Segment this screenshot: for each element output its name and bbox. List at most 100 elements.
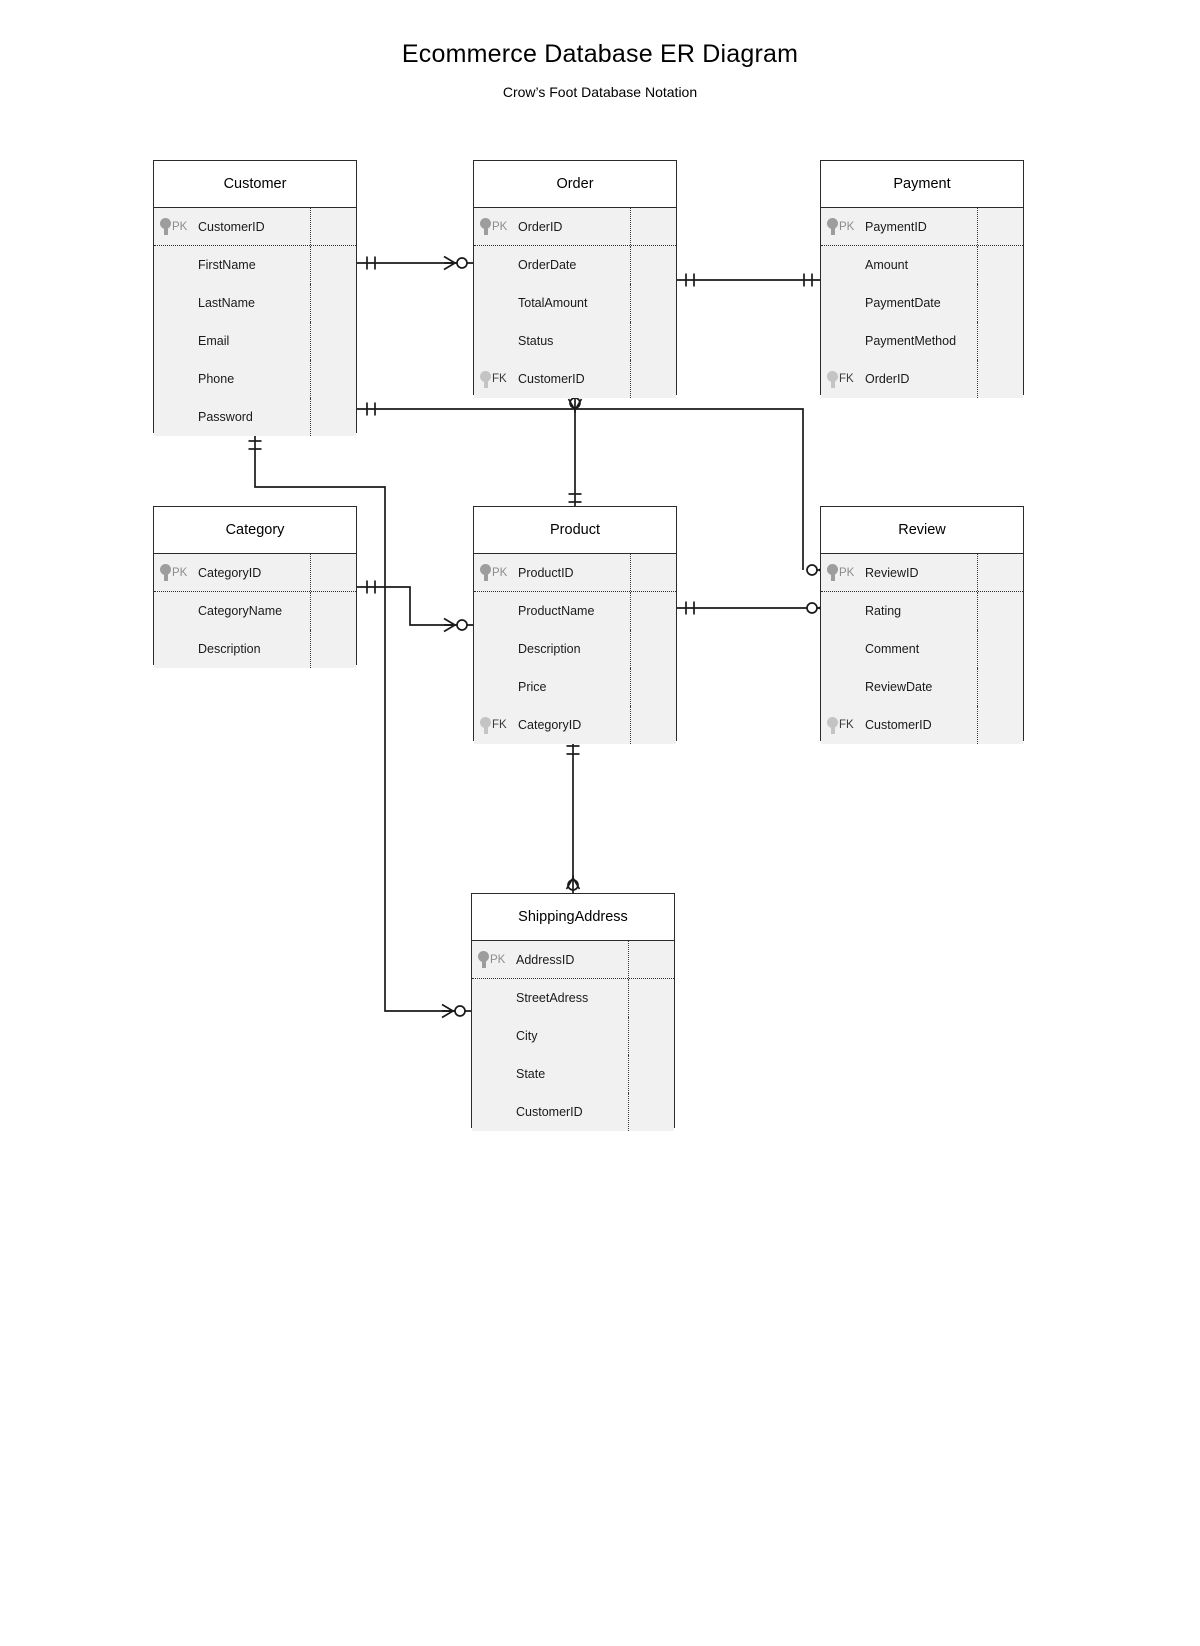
key-icon: [827, 370, 838, 388]
attribute-row[interactable]: State: [472, 1055, 674, 1093]
attribute-name: PaymentDate: [865, 296, 941, 310]
attribute-column-divider: [630, 322, 631, 360]
attribute-key-cell: [154, 284, 198, 322]
attribute-name: Email: [198, 334, 230, 348]
attribute-name: State: [516, 1067, 546, 1081]
entity-title-review: Review: [821, 507, 1023, 554]
cardinality-zero-circle: [456, 619, 468, 631]
attribute-row[interactable]: Description: [154, 630, 356, 668]
key-icon: [160, 218, 171, 235]
attribute-row[interactable]: CustomerID: [472, 1093, 674, 1131]
entity-title-shippingaddress: ShippingAddress: [472, 894, 674, 941]
attribute-key-cell: PK: [474, 208, 518, 245]
attribute-row[interactable]: Amount: [821, 246, 1023, 284]
key-label: FK: [492, 373, 507, 385]
attribute-column-divider: [310, 322, 311, 360]
attribute-row[interactable]: Description: [474, 630, 676, 668]
attribute-row[interactable]: City: [472, 1017, 674, 1055]
attribute-row[interactable]: FirstName: [154, 246, 356, 284]
attribute-name: Amount: [865, 258, 909, 272]
attribute-name: Description: [518, 642, 581, 656]
attribute-row[interactable]: OrderDate: [474, 246, 676, 284]
attribute-name: CustomerID: [198, 219, 265, 234]
key-icon: [480, 564, 491, 581]
attribute-row[interactable]: Status: [474, 322, 676, 360]
attribute-column-divider: [977, 284, 978, 322]
attribute-column-divider: [310, 398, 311, 436]
attribute-key-cell: [821, 630, 865, 668]
attribute-name: LastName: [198, 296, 255, 310]
attribute-column-divider: [310, 630, 311, 668]
attribute-name: OrderDate: [518, 258, 577, 272]
attribute-name: Password: [198, 410, 253, 424]
attribute-row[interactable]: Price: [474, 668, 676, 706]
attribute-column-divider: [977, 592, 978, 630]
attribute-row[interactable]: CategoryName: [154, 592, 356, 630]
entity-title-customer: Customer: [154, 161, 356, 208]
attribute-name: ProductName: [518, 604, 595, 618]
attribute-column-divider: [630, 208, 631, 245]
attribute-name: CategoryName: [198, 604, 283, 618]
attribute-row[interactable]: Password: [154, 398, 356, 436]
key-label: FK: [839, 373, 854, 385]
key-icon: [480, 370, 491, 388]
attribute-column-divider: [310, 592, 311, 630]
cardinality-zero-circle: [454, 1005, 466, 1017]
attribute-row[interactable]: PaymentDate: [821, 284, 1023, 322]
attribute-row[interactable]: Comment: [821, 630, 1023, 668]
attribute-row[interactable]: Email: [154, 322, 356, 360]
attribute-column-divider: [977, 208, 978, 245]
attribute-row[interactable]: FK CustomerID: [474, 360, 676, 398]
attribute-key-cell: [474, 322, 518, 360]
attribute-key-cell: [474, 630, 518, 668]
key-icon: [827, 218, 838, 235]
cardinality-crows-foot: [443, 255, 459, 271]
key-icon: [480, 218, 491, 235]
attribute-name: Description: [198, 642, 261, 656]
attribute-row[interactable]: TotalAmount: [474, 284, 676, 322]
attribute-name: CustomerID: [865, 718, 932, 732]
attribute-column-divider: [630, 630, 631, 668]
attribute-name: CustomerID: [518, 372, 585, 386]
cardinality-crows-foot: [443, 617, 459, 633]
attribute-column-divider: [977, 246, 978, 284]
attribute-name: Rating: [865, 604, 902, 618]
attribute-row[interactable]: PaymentMethod: [821, 322, 1023, 360]
attribute-column-divider: [977, 360, 978, 398]
attribute-name: Phone: [198, 372, 235, 386]
attribute-row[interactable]: ReviewDate: [821, 668, 1023, 706]
cardinality-crows-foot: [441, 1003, 457, 1019]
attribute-key-cell: [474, 592, 518, 630]
attribute-row[interactable]: StreetAdress: [472, 979, 674, 1017]
entity-title-product: Product: [474, 507, 676, 554]
attribute-row[interactable]: LastName: [154, 284, 356, 322]
attribute-column-divider: [630, 668, 631, 706]
cardinality-zero-circle: [806, 564, 818, 576]
attribute-key-cell: [821, 246, 865, 284]
attribute-row[interactable]: ProductName: [474, 592, 676, 630]
attribute-key-cell: FK: [474, 360, 518, 398]
attribute-name: ReviewDate: [865, 680, 933, 694]
attribute-row[interactable]: Rating: [821, 592, 1023, 630]
attribute-row[interactable]: Phone: [154, 360, 356, 398]
